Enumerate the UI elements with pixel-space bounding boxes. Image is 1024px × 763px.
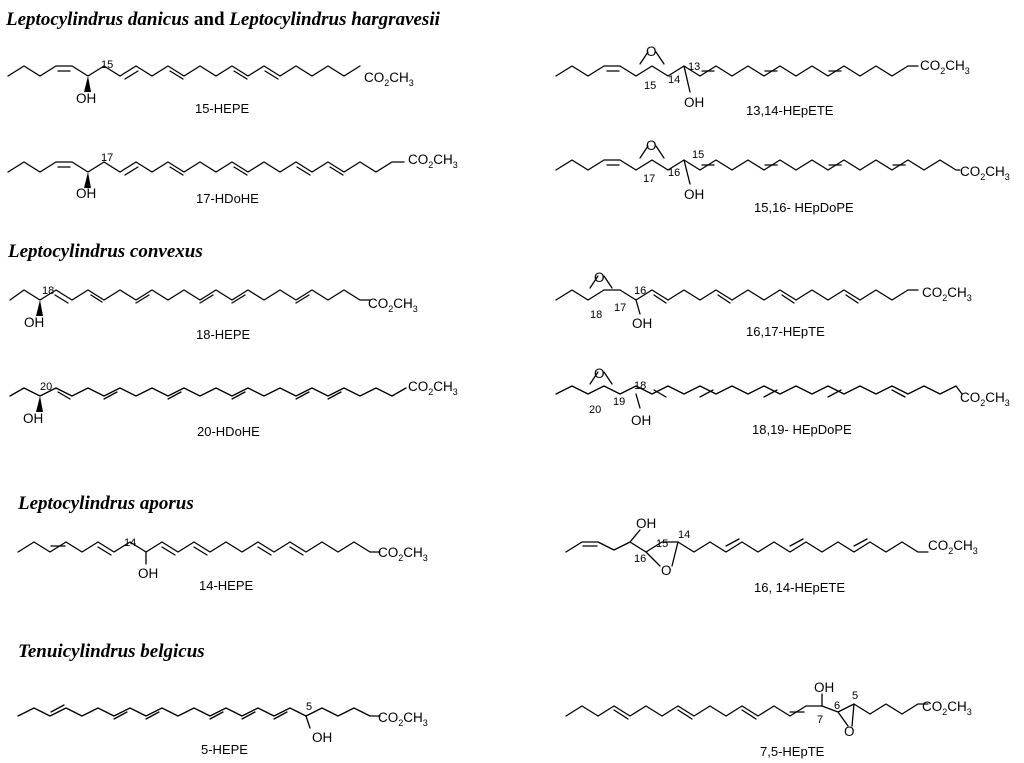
svg-text:18: 18 (590, 309, 602, 321)
svg-text:OH: OH (76, 186, 96, 201)
svg-text:CO2CH3: CO2CH3 (922, 285, 972, 303)
structure-7-5-hepte: OH 7 6 5 O CO2CH3 7,5-HEpTE (565, 680, 972, 759)
svg-text:16: 16 (634, 553, 646, 565)
caption-15-hepe: 15-HEPE (195, 101, 250, 116)
svg-text:CO2CH3: CO2CH3 (960, 164, 1010, 182)
caption-16-14-hepete: 16, 14-HEpETE (754, 580, 845, 595)
wedge-bond (84, 76, 91, 92)
svg-text:OH: OH (684, 95, 704, 110)
caption-18-hepe: 18-HEPE (196, 327, 251, 342)
svg-text:17: 17 (643, 173, 655, 185)
svg-text:5: 5 (306, 701, 312, 713)
structure-18-19-hepdope: O 20 19 18 OH CO2CH3 18,19- HEpDoPE (555, 366, 1010, 437)
svg-text:OH: OH (631, 413, 651, 428)
svg-text:O: O (661, 563, 672, 578)
svg-text:18: 18 (42, 285, 54, 297)
svg-text:5: 5 (852, 690, 858, 702)
svg-text:CO2CH3: CO2CH3 (378, 710, 428, 728)
svg-text:OH: OH (312, 730, 332, 745)
svg-text:17: 17 (101, 152, 113, 164)
svg-text:15: 15 (101, 59, 113, 71)
svg-text:16: 16 (634, 285, 646, 297)
structure-17-hdohe: 17 OH CO2CH3 17-HDoHE (7, 152, 458, 206)
svg-text:OH: OH (138, 566, 158, 581)
species-heading-danicus-hargravesii: Leptocylindrus danicus and Leptocylindru… (5, 9, 441, 30)
caption-20-hdohe: 20-HDoHE (197, 424, 260, 439)
svg-text:6: 6 (834, 700, 840, 712)
wedge-bond (36, 396, 43, 412)
svg-text:19: 19 (613, 396, 625, 408)
svg-text:CO2CH3: CO2CH3 (922, 699, 972, 717)
svg-text:CO2CH3: CO2CH3 (368, 296, 418, 314)
structure-15-hepe: 15 OH CO2CH3 15-HEPE (7, 59, 414, 116)
svg-text:17: 17 (614, 302, 626, 314)
svg-text:7: 7 (817, 714, 823, 726)
svg-text:CO2CH3: CO2CH3 (928, 538, 978, 556)
svg-text:15: 15 (656, 538, 668, 550)
svg-text:18: 18 (634, 380, 646, 392)
structure-5-hepe: 5 OH CO2CH3 5-HEPE (17, 701, 428, 757)
structure-13-14-hepete: O 15 14 13 OH CO2CH3 13,14-HEpETE (555, 44, 970, 118)
caption-16-17-hepte: 16,17-HEpTE (746, 324, 825, 339)
svg-text:OH: OH (76, 91, 96, 106)
svg-text:OH: OH (23, 411, 43, 426)
svg-text:CO2CH3: CO2CH3 (378, 545, 428, 563)
svg-text:CO2CH3: CO2CH3 (408, 152, 458, 170)
wedge-bond (84, 172, 91, 188)
structure-15-16-hepdope: O 17 16 15 OH CO2CH3 15,16- HEpDoPE (555, 138, 1010, 215)
structure-16-17-hepte: O 18 17 16 OH CO2CH3 16,17-HEpTE (555, 270, 972, 339)
svg-text:O: O (594, 270, 605, 285)
svg-text:O: O (844, 724, 855, 739)
species-heading-belgicus: Tenuicylindrus belgicus (18, 641, 205, 662)
species-heading-convexus: Leptocylindrus convexus (7, 241, 203, 262)
caption-5-hepe: 5-HEPE (201, 742, 248, 757)
svg-text:CO2CH3: CO2CH3 (364, 70, 414, 88)
svg-text:20: 20 (40, 381, 52, 393)
svg-text:CO2CH3: CO2CH3 (960, 390, 1010, 408)
svg-text:OH: OH (24, 315, 44, 330)
structure-20-hdohe: 20 OH CO2CH3 20-HDoHE (9, 379, 458, 439)
species-heading-aporus: Leptocylindrus aporus (17, 493, 194, 514)
svg-text:OH: OH (632, 316, 652, 331)
svg-text:CO2CH3: CO2CH3 (920, 58, 970, 76)
svg-text:CO2CH3: CO2CH3 (408, 379, 458, 397)
svg-text:O: O (594, 366, 605, 381)
caption-14-hepe: 14-HEPE (199, 578, 254, 593)
svg-text:OH: OH (814, 680, 834, 695)
caption-18-19-hepdope: 18,19- HEpDoPE (752, 422, 852, 437)
svg-text:O: O (646, 138, 657, 153)
structure-18-hepe: 18 OH CO2CH3 18-HEPE (9, 285, 418, 342)
svg-text:20: 20 (589, 404, 601, 416)
svg-text:OH: OH (636, 516, 656, 531)
caption-7-5-hepte: 7,5-HEpTE (760, 744, 825, 759)
svg-text:14: 14 (678, 529, 690, 541)
svg-text:16: 16 (668, 167, 680, 179)
caption-13-14-hepete: 13,14-HEpETE (746, 103, 834, 118)
caption-17-hdohe: 17-HDoHE (196, 191, 259, 206)
svg-text:15: 15 (692, 149, 704, 161)
structure-16-14-hepete: OH 16 15 14 O CO2CH3 16, 14-HEpETE (565, 516, 978, 595)
svg-text:OH: OH (684, 187, 704, 202)
svg-text:13: 13 (688, 61, 700, 73)
svg-text:O: O (646, 44, 657, 59)
wedge-bond (36, 300, 43, 316)
svg-text:15: 15 (644, 80, 656, 92)
caption-15-16-hepdope: 15,16- HEpDoPE (754, 200, 854, 215)
svg-text:14: 14 (124, 537, 136, 549)
svg-text:14: 14 (668, 74, 680, 86)
structure-14-hepe: 14 OH CO2CH3 14-HEPE (17, 537, 428, 593)
